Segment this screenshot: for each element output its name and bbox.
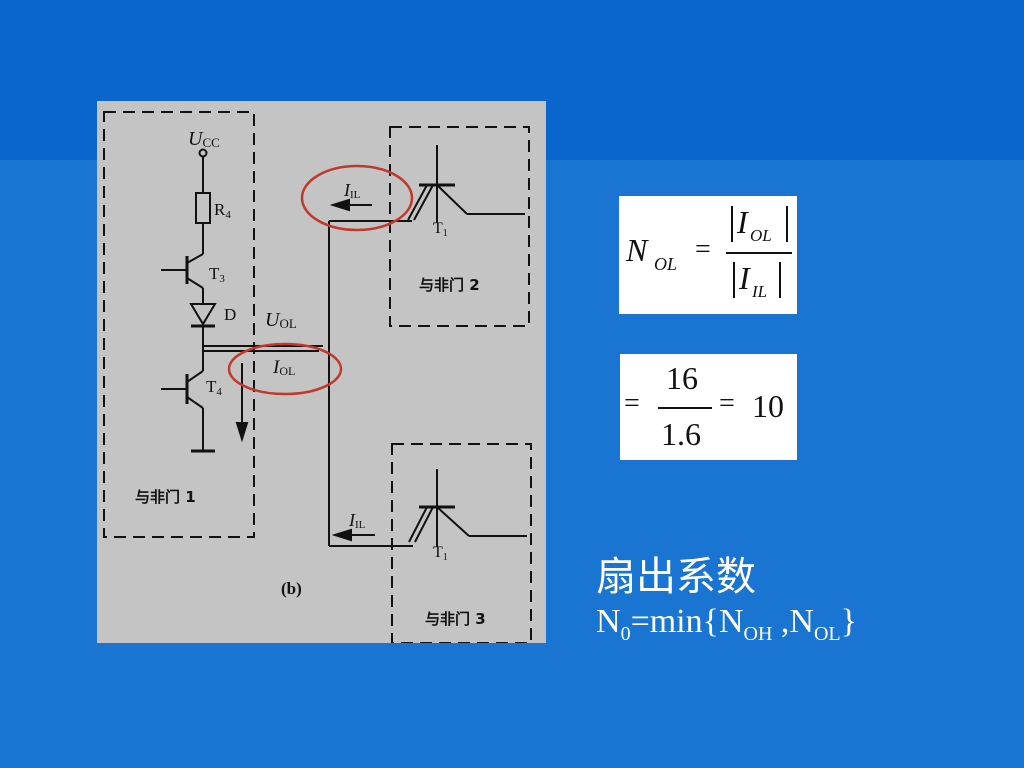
nol-lhs-sub: OL	[654, 254, 678, 274]
svg-text:T1: T1	[433, 544, 448, 563]
supply-label: U	[188, 128, 204, 150]
abs-bar	[733, 262, 735, 298]
r4-label: R	[214, 200, 226, 219]
t1-top-label: T	[433, 220, 443, 237]
fraction-line	[726, 252, 792, 254]
gate2-box	[389, 126, 530, 327]
svg-text:UCC: UCC	[188, 128, 220, 150]
figure-caption: (b)	[281, 579, 302, 598]
iil-top-label: I	[343, 180, 351, 200]
nol-lhs: N	[626, 232, 648, 268]
diode-label: D	[224, 305, 236, 324]
calc-numerator: 16	[666, 360, 698, 396]
svg-text:T3: T3	[209, 264, 225, 285]
diode-d	[189, 303, 217, 326]
gate3-label: 与非门 3	[425, 610, 486, 628]
fanout-nol-sub: OL	[813, 623, 841, 645]
resistor-r4	[195, 192, 211, 224]
svg-text:UOL: UOL	[265, 309, 297, 331]
fanout-title: 扇出系数	[596, 554, 756, 600]
gate3-box	[391, 443, 532, 643]
svg-text:T4: T4	[206, 377, 222, 398]
fanout-noh-sub: OH	[743, 623, 773, 645]
circuit-diagram: UCC R4 T3 D T4 UOL IOL IIL IIL T1 T1 (b)…	[97, 101, 546, 643]
iil-bottom-label: I	[348, 510, 356, 530]
nol-equals: =	[695, 234, 711, 265]
fanout-expr-open: =min{N	[630, 603, 744, 640]
t3-label: T	[209, 264, 220, 283]
gate2-label: 与非门 2	[419, 276, 480, 294]
svg-text:R4: R4	[214, 200, 231, 221]
gate1-label: 与非门 1	[135, 488, 196, 506]
fanout-comma: ,N	[772, 603, 814, 640]
svg-text:IOL: IOL	[272, 357, 295, 378]
fanout-n0: N	[596, 603, 621, 640]
t4-label: T	[206, 377, 217, 396]
fanout-formula: N0=min{NOH ,NOL}	[596, 602, 857, 654]
calc-equals-1: =	[624, 388, 640, 419]
formula-nol: N OL = I OL I IL	[619, 196, 797, 314]
abs-bar	[786, 206, 788, 242]
t1-bottom-label: T	[433, 544, 443, 561]
svg-text:IIL: IIL	[343, 180, 361, 201]
calc-result: 10	[752, 388, 784, 424]
highlight-iol-circle	[227, 342, 343, 396]
gate1-box	[103, 111, 255, 538]
fanout-n0-sub: 0	[620, 623, 631, 645]
fanout-close: }	[840, 603, 857, 640]
calc-denominator: 1.6	[661, 416, 701, 452]
fraction-line	[658, 407, 712, 409]
calc-equals-2: =	[719, 388, 735, 419]
nol-den-sub: IL	[752, 282, 768, 301]
nol-num-sub: OL	[750, 226, 772, 245]
formula-calc: = 16 1.6 = 10	[620, 354, 797, 460]
svg-text:IIL: IIL	[348, 510, 366, 531]
highlight-iil-circle	[300, 164, 414, 232]
nol-den: I	[739, 260, 750, 296]
abs-bar	[731, 206, 733, 242]
iol-label: I	[272, 357, 281, 378]
uol-label: U	[265, 309, 281, 331]
abs-bar	[779, 262, 781, 298]
nol-num: I	[737, 204, 748, 240]
svg-text:T1: T1	[433, 220, 448, 239]
